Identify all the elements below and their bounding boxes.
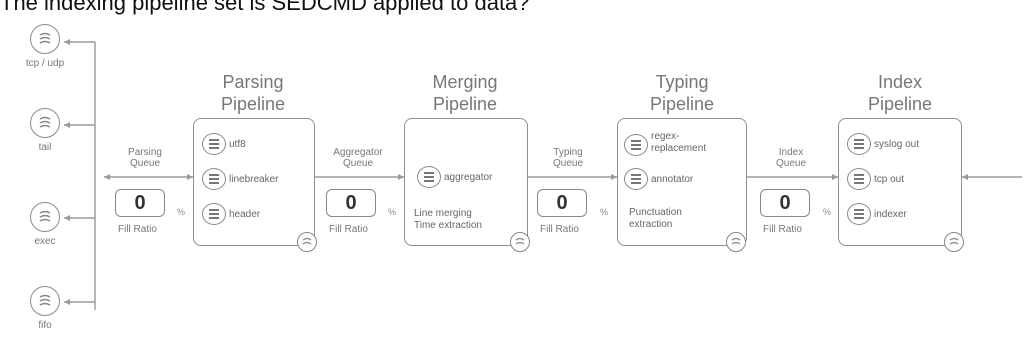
parsing-pipeline-box: utf8 linebreaker header — [193, 118, 317, 252]
percent-sign: % — [388, 207, 397, 217]
queue-fill-value: 0 — [537, 189, 587, 217]
input-exec: exec — [5, 202, 85, 247]
fill-ratio-label: Fill Ratio — [763, 224, 802, 235]
input-label: tail — [38, 142, 52, 153]
fill-ratio-label: Fill Ratio — [540, 224, 579, 235]
processor-list-icon — [202, 133, 226, 155]
processor-header: header — [202, 203, 260, 225]
question-caption: The indexing pipeline set is SEDCMD appl… — [0, 0, 530, 15]
processor-tcp-out: tcp out — [847, 168, 904, 190]
splunk-swirl-icon — [510, 232, 530, 252]
input-label: tcp / udp — [25, 58, 65, 69]
processor-aggregator: aggregator — [417, 166, 492, 188]
queue-fill-value: 0 — [115, 189, 165, 217]
percent-sign: % — [823, 207, 832, 217]
splunk-swirl-icon — [297, 232, 317, 252]
input-fifo: fifo — [5, 286, 85, 331]
processor-utf8: utf8 — [202, 133, 246, 155]
processor-list-icon — [624, 168, 648, 190]
fill-ratio-label: Fill Ratio — [329, 224, 368, 235]
splunk-swirl-icon — [30, 108, 60, 138]
splunk-swirl-icon — [30, 202, 60, 232]
processor-list-icon — [202, 168, 226, 190]
percent-sign: % — [600, 207, 609, 217]
processor-list-icon — [202, 203, 226, 225]
processor-regex-replacement: regex-replacement — [624, 131, 706, 156]
percent-sign: % — [177, 207, 186, 217]
processor-indexer: indexer — [847, 203, 907, 225]
processor-list-icon — [624, 134, 648, 156]
processor-list-icon — [847, 203, 871, 225]
processor-list-icon — [847, 168, 871, 190]
processor-syslog-out: syslog out — [847, 133, 919, 155]
input-tcp-udp: tcp / udp — [5, 24, 85, 69]
splunk-swirl-icon — [30, 24, 60, 54]
splunk-swirl-icon — [30, 286, 60, 316]
input-label: fifo — [38, 320, 52, 331]
fill-ratio-label: Fill Ratio — [118, 224, 157, 235]
processor-linebreaker: linebreaker — [202, 168, 278, 190]
splunk-swirl-icon — [944, 232, 964, 252]
splunk-swirl-icon — [726, 232, 746, 252]
input-label: exec — [34, 236, 56, 247]
input-tail: tail — [5, 108, 85, 153]
index-pipeline-box: syslog out tcp out indexer — [838, 118, 964, 252]
processor-list-icon — [417, 166, 441, 188]
processor-annotator: annotator — [624, 168, 693, 190]
queue-fill-value: 0 — [760, 189, 810, 217]
queue-fill-value: 0 — [326, 189, 376, 217]
processor-list-icon — [847, 133, 871, 155]
